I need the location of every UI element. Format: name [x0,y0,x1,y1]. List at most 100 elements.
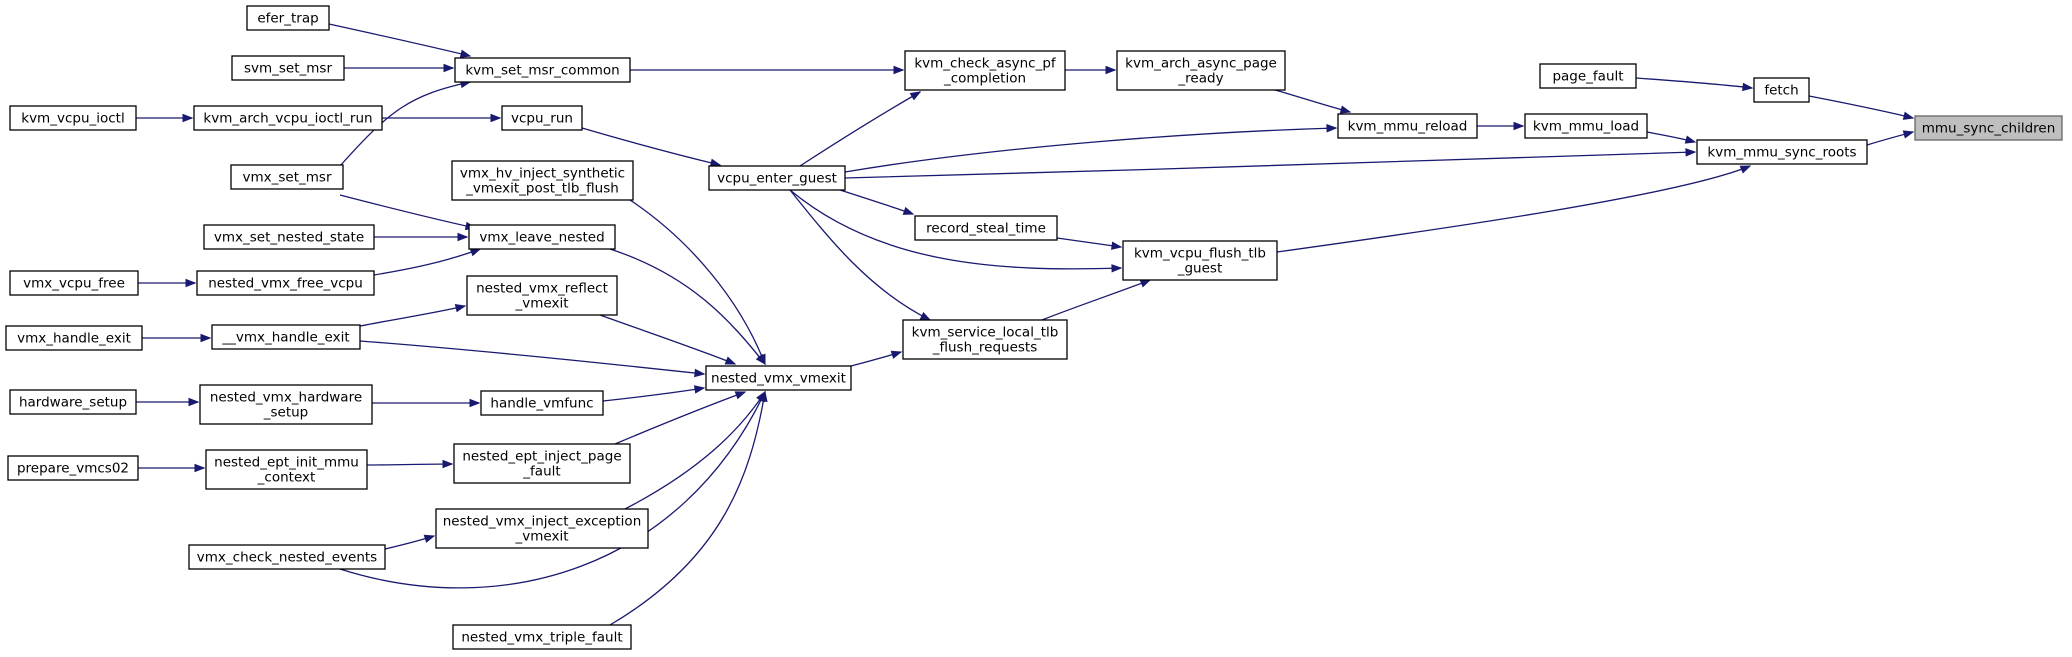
node-nested_ept_inject_page_fault[interactable]: nested_ept_inject_page_fault [453,443,631,484]
edge-line [629,199,766,365]
node-box [1753,77,1810,103]
node-page_fault[interactable]: page_fault [1539,63,1637,89]
edge-efer_trap-to-kvm_set_msr_common [328,23,472,58]
node-box [480,390,604,416]
node-label: vmx_vcpu_free [23,276,125,292]
node-box [451,160,634,201]
edge-nested_ept_inject_page_fault-to-nested_vmx_vmexit [614,391,747,445]
edge-vcpu_enter_guest-to-kvm_mmu_sync_roots [844,148,1697,179]
node-label: kvm_check_async_pf [914,56,1057,72]
node-box [9,105,137,131]
node-kvm_mmu_reload[interactable]: kvm_mmu_reload [1337,113,1478,139]
node-mmu_sync_children[interactable]: mmu_sync_children [1914,115,2063,141]
arrowhead-icon [693,385,706,394]
arrowhead-icon [734,391,747,400]
node-kvm_mmu_sync_roots[interactable]: kvm_mmu_sync_roots [1696,139,1868,165]
node-vmx_set_msr[interactable]: vmx_set_msr [230,164,344,190]
node-prepare_vmcs02[interactable]: prepare_vmcs02 [7,455,139,481]
node-label: kvm_mmu_load [1533,119,1639,135]
node-box [466,275,618,316]
node-kvm_mmu_load[interactable]: kvm_mmu_load [1524,113,1648,139]
node-nested_vmx_triple_fault[interactable]: nested_vmx_triple_fault [452,624,632,650]
node-vcpu_enter_guest[interactable]: vcpu_enter_guest [708,165,846,191]
node-box [902,319,1068,360]
node-label: kvm_arch_vcpu_ioctl_run [203,111,372,127]
node-nested_vmx_free_vcpu[interactable]: nested_vmx_free_vcpu [196,270,375,296]
node-nested_vmx_hardware_setup[interactable]: nested_vmx_hardware_setup [199,384,373,425]
node-vmx_vcpu_free[interactable]: vmx_vcpu_free [9,270,139,296]
edge-fetch-to-mmu_sync_children [1808,95,1915,120]
node-box [708,165,846,191]
node-label: efer_trap [257,11,318,27]
edge-line [844,151,1696,179]
node-vmx_handle_exit[interactable]: vmx_handle_exit [5,325,143,351]
node-nested_vmx_inject_exception_vmexit[interactable]: nested_vmx_inject_exception_vmexit [435,508,649,549]
edge-kvm_check_async_pf_completion-to-kvm_arch_async_page_ready [1065,65,1117,75]
edge-line [1276,165,1751,253]
arrowhead-icon [457,232,469,242]
node-label: record_steal_time [926,221,1046,237]
arrowhead-icon [454,303,467,313]
node-label: kvm_mmu_sync_roots [1707,145,1856,161]
arrowhead-icon [182,113,194,123]
node-box [1914,115,2063,141]
edge-line [581,127,721,166]
arrowhead-icon [909,91,922,101]
edge-line [366,463,453,466]
node-box [230,164,344,190]
node-box [453,443,631,484]
node-label: kvm_set_msr_common [465,63,619,79]
node-kvm_service_local_tlb_flush_requests[interactable]: kvm_service_local_tlb_flush_requests [902,319,1068,360]
node-hardware_setup[interactable]: hardware_setup [9,389,137,415]
arrowhead-icon [694,368,706,378]
edge-vcpu_enter_guest-to-record_steal_time [839,189,915,215]
node-efer_trap[interactable]: efer_trap [246,5,330,31]
node-vmx_leave_nested[interactable]: vmx_leave_nested [468,224,616,250]
arrowhead-icon [188,397,200,407]
node-box [188,544,386,570]
node-box [193,105,383,131]
node-box [1122,240,1278,281]
node-box [196,270,375,296]
node-box [1337,113,1478,139]
arrowhead-icon [1110,241,1123,250]
arrowhead-icon [1326,124,1338,133]
edge-__vmx_handle_exit-to-nested_vmx_vmexit [359,340,706,378]
node-fetch[interactable]: fetch [1753,77,1810,103]
node-kvm_vcpu_ioctl[interactable]: kvm_vcpu_ioctl [9,105,137,131]
node-vmx_check_nested_events[interactable]: vmx_check_nested_events [188,544,386,570]
node-kvm_arch_vcpu_ioctl_run[interactable]: kvm_arch_vcpu_ioctl_run [193,105,383,131]
node-vmx_hv_inject_synthetic_vmexit_post_tlb_flush[interactable]: vmx_hv_inject_synthetic_vmexit_post_tlb_… [451,160,634,201]
node-label: nested_vmx_reflect [476,281,608,297]
node-kvm_check_async_pf_completion[interactable]: kvm_check_async_pf_completion [904,50,1066,91]
node-label: page_fault [1552,69,1623,85]
node-kvm_arch_async_page_ready[interactable]: kvm_arch_async_page_ready [1116,50,1286,91]
node-kvm_vcpu_flush_tlb_guest[interactable]: kvm_vcpu_flush_tlb_guest [1122,240,1278,281]
edge-vcpu_enter_guest-to-kvm_mmu_reload [844,124,1338,173]
node-vcpu_run[interactable]: vcpu_run [501,105,583,131]
node-kvm_set_msr_common[interactable]: kvm_set_msr_common [454,57,631,83]
edge-line [339,194,476,229]
node-label: vmx_check_nested_events [197,550,377,566]
node-vmx_set_nested_state[interactable]: vmx_set_nested_state [203,224,375,250]
node-label: hardware_setup [19,395,127,411]
node-box [1539,63,1637,89]
edge-line [1808,95,1914,119]
node-__vmx_handle_exit[interactable]: __vmx_handle_exit [211,324,361,350]
node-label: fetch [1764,83,1798,99]
arrowhead-icon [1139,279,1152,288]
node-nested_vmx_reflect_vmexit[interactable]: nested_vmx_reflect_vmexit [466,275,618,316]
node-label: vcpu_enter_guest [717,171,837,187]
edge-kvm_service_local_tlb_flush_requests-to-kvm_vcpu_flush_tlb_guest [1041,279,1152,321]
node-box [205,449,368,490]
node-label: _context [257,470,316,486]
node-label: kvm_service_local_tlb [912,325,1059,341]
arrowhead-icon [200,333,212,343]
edge-line [844,127,1337,173]
node-nested_vmx_vmexit[interactable]: nested_vmx_vmexit [705,365,852,391]
node-svm_set_msr[interactable]: svm_set_msr [231,55,345,81]
node-nested_ept_init_mmu_context[interactable]: nested_ept_init_mmu_context [205,449,368,490]
node-handle_vmfunc[interactable]: handle_vmfunc [480,390,604,416]
node-record_steal_time[interactable]: record_steal_time [914,215,1058,241]
